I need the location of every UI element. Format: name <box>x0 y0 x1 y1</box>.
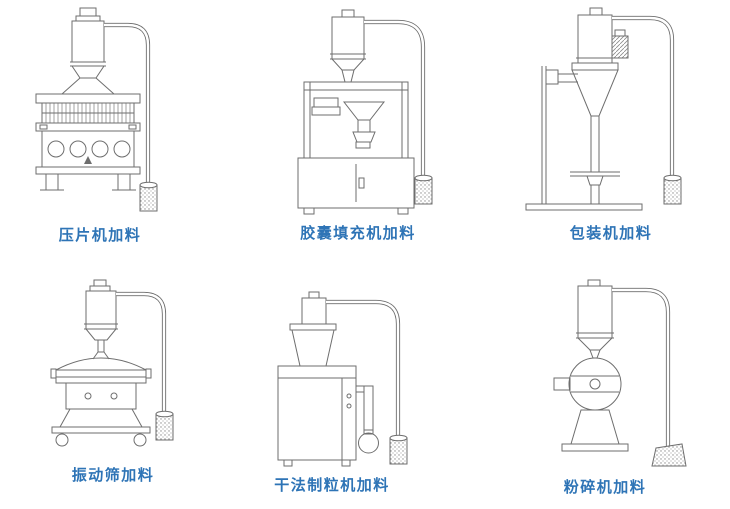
machine-label: 振动筛加料 <box>71 466 155 484</box>
tablet-press-machine <box>35 93 141 191</box>
capsule-filling-machine-illustration <box>297 9 433 215</box>
cell-capsule-filling-machine: 胶囊填充机加料 <box>252 4 464 243</box>
pulverizer-machine <box>553 357 629 452</box>
cell-dry-granulator: 干法制粒机加料 <box>230 278 434 495</box>
motor <box>611 35 629 59</box>
cell-packaging-machine: 包装机加料 <box>508 4 714 243</box>
suction-pipe <box>104 22 151 183</box>
tablet-press-illustration <box>35 7 158 212</box>
cell-tablet-press: 压片机加料 <box>0 4 200 245</box>
machine-label: 胶囊填充机加料 <box>300 224 416 242</box>
suction-pipe <box>612 287 671 446</box>
cell-vibrating-sieve: 振动筛加料 <box>8 278 218 485</box>
capsule-filler-machine <box>297 81 415 215</box>
vacuum-feeder <box>576 279 614 359</box>
material-bin <box>139 181 158 212</box>
machine-label: 压片机加料 <box>58 226 142 244</box>
vacuum-feeder <box>61 7 115 95</box>
machine-label: 干法制粒机加料 <box>274 476 390 494</box>
vacuum-feeder <box>570 7 629 205</box>
cell-pulverizer: 粉碎机加料 <box>500 278 710 497</box>
dry-granulator-illustration <box>277 291 408 467</box>
suction-pipe <box>364 19 426 176</box>
material-bin <box>155 410 174 441</box>
vacuum-feeder <box>330 9 366 83</box>
material-bin <box>663 174 682 205</box>
vibrating-sieve-machine <box>50 357 152 447</box>
vibrating-sieve-illustration <box>50 279 174 447</box>
support-stand <box>525 66 643 211</box>
material-scoop <box>651 443 687 467</box>
material-bin <box>414 174 433 205</box>
material-bin <box>389 434 408 465</box>
pulverizer-illustration <box>553 279 687 467</box>
suction-pipe <box>612 15 675 176</box>
machine-label: 粉碎机加料 <box>563 478 647 496</box>
machine-label: 包装机加料 <box>569 224 653 242</box>
packaging-machine-illustration <box>525 7 682 211</box>
suction-pipe <box>326 299 401 436</box>
dry-granulator-machine <box>277 365 379 467</box>
vacuum-feeder <box>84 279 118 360</box>
suction-pipe <box>116 291 167 412</box>
